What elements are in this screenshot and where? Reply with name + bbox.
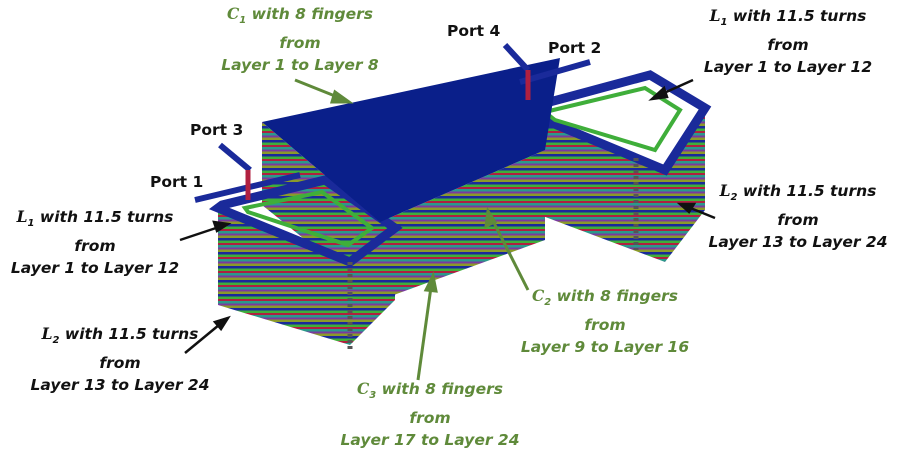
c1-top-plate — [262, 58, 560, 222]
right-coil-side — [665, 108, 705, 262]
port-2-label: Port 2 — [548, 39, 602, 57]
port-3-lead — [218, 142, 252, 173]
port-4-label: Port 4 — [447, 22, 501, 40]
port-4-lead — [502, 42, 531, 73]
left-coil-top — [208, 175, 403, 268]
port-1-label: Port 1 — [150, 173, 204, 191]
arrow-c2 — [488, 214, 530, 291]
capacitor-stack-front — [262, 122, 380, 300]
arrow-c3 — [416, 279, 434, 381]
capacitor-stack-side — [380, 150, 545, 300]
port-3-label: Port 3 — [190, 121, 244, 139]
left-coil-front — [218, 208, 350, 345]
port-2-lead — [519, 59, 591, 85]
